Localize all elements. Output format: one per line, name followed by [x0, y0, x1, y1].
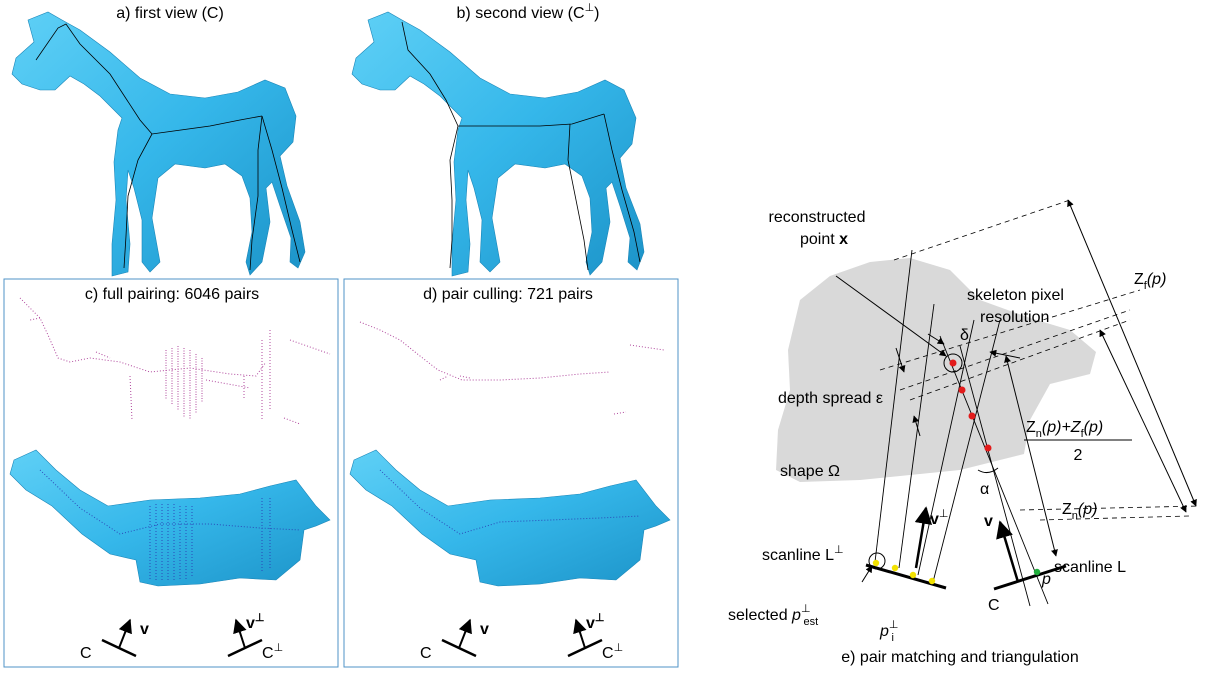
label-reconstructed-1: reconstructed: [769, 209, 866, 226]
panel-c: c) full pairing: 6046 pairs v C v⊥ C: [4, 279, 338, 667]
axis-cperp-d: C⊥: [602, 642, 623, 662]
label-skeleton-2: resolution: [980, 309, 1049, 326]
label-selected: selected p⊥est: [728, 603, 818, 628]
pair-points-full: [20, 298, 330, 424]
horse-mesh-first-view: [12, 12, 305, 276]
axis-v-d: v: [480, 621, 489, 638]
axis-vperp-c: v⊥: [246, 612, 265, 632]
label-shape: shape Ω: [780, 463, 840, 480]
point-red-4: [985, 445, 992, 452]
panel-b-caption: b) second view (C⊥): [457, 2, 600, 22]
arrow-selected: [862, 566, 872, 582]
label-reconstructed-2: point x: [800, 231, 848, 248]
axis-c-c: C: [80, 645, 92, 662]
label-scanline-l: scanline L: [1054, 559, 1126, 576]
pixel-p: [1034, 569, 1040, 575]
pixel-yellow-1: [892, 565, 898, 571]
label-scanline-perp: scanline L⊥: [762, 544, 844, 564]
label-depth-spread: depth spread ε: [778, 390, 883, 407]
horse-mesh-top-view-full: v C v⊥ C⊥: [10, 450, 330, 662]
pixel-yellow-3: [929, 578, 935, 584]
pair-points-culled: [360, 322, 664, 414]
point-red-3: [969, 413, 976, 420]
horse-mesh-top-view-culled: v C v⊥ C⊥: [350, 450, 670, 662]
pixel-selected: [873, 560, 879, 566]
panel-a-caption: a) first view (C): [116, 5, 224, 22]
label-zf: Zf(p): [1134, 271, 1166, 292]
label-v: v: [984, 513, 993, 530]
label-mid-numerator: Zn(p)+Zf(p): [1026, 419, 1103, 440]
point-x: [950, 360, 957, 367]
label-v-perp: v⊥: [930, 508, 949, 528]
label-p: p: [1041, 571, 1051, 588]
pixel-yellow-2: [910, 572, 916, 578]
panel-b: b) second view (C⊥): [352, 2, 644, 276]
camera-glyph-d: v C v⊥ C⊥: [420, 612, 623, 662]
camera-glyph-c: v C v⊥ C⊥: [80, 612, 283, 662]
panel-d-caption: d) pair culling: 721 pairs: [423, 286, 593, 303]
label-alpha: α: [980, 481, 989, 498]
v-perp-arrow: [916, 508, 926, 568]
panel-d: d) pair culling: 721 pairs v C v⊥ C⊥: [344, 279, 678, 667]
label-skeleton-1: skeleton pixel: [967, 287, 1064, 304]
label-c: C: [988, 597, 1000, 614]
label-p-i: p⊥i: [879, 619, 899, 644]
label-mid-denominator: 2: [1074, 447, 1083, 464]
axis-c-d: C: [420, 645, 432, 662]
panel-e: reconstructed point x skeleton pixel res…: [728, 200, 1200, 666]
arrow-mid: [1100, 330, 1186, 512]
label-delta: δ: [960, 327, 969, 344]
panel-e-caption: e) pair matching and triangulation: [841, 649, 1078, 666]
axis-cperp-c: C⊥: [262, 642, 283, 662]
panel-a: a) first view (C): [12, 5, 305, 276]
axis-v-c: v: [140, 621, 149, 638]
panel-c-caption: c) full pairing: 6046 pairs: [85, 286, 259, 303]
point-red-2: [959, 387, 966, 394]
axis-vperp-d: v⊥: [586, 612, 605, 632]
horse-mesh-second-view: [352, 12, 644, 276]
